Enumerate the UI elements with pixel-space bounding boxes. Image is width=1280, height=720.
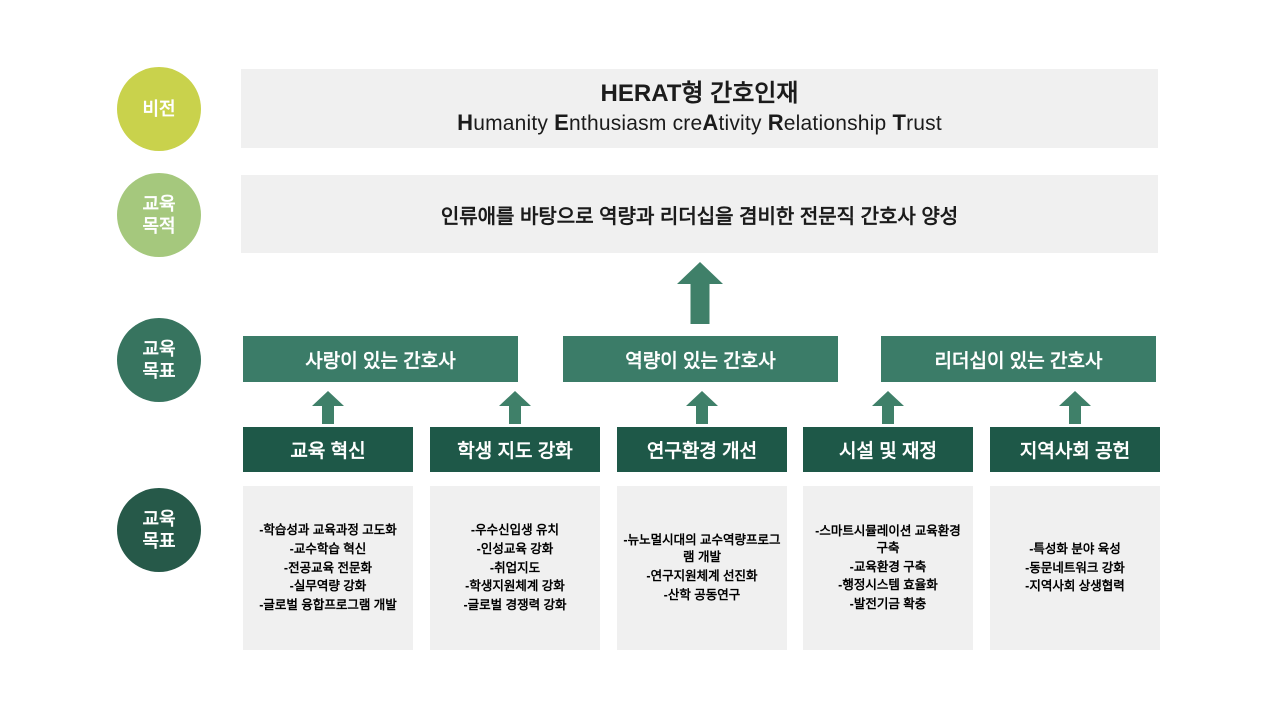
herat-word: rust bbox=[906, 112, 942, 136]
detail-item: -학습성과 교육과정 고도화 bbox=[259, 522, 397, 537]
education-purpose-text: 인류애를 바탕으로 역량과 리더십을 겸비한 전문직 간호사 양성 bbox=[440, 205, 959, 228]
detail-item: -학생지원체계 강화 bbox=[465, 579, 565, 594]
education-purpose-circle: 교육 목적 bbox=[117, 173, 201, 257]
herat-word: nthusiasm cre bbox=[569, 112, 703, 136]
pillar-header-facilities-finance: 시설 및 재정 bbox=[803, 427, 973, 472]
detail-item: -동문네트워크 강화 bbox=[1025, 560, 1125, 575]
detail-item: -산학 공동연구 bbox=[663, 587, 741, 602]
pillar-details-community-contribution: -특성화 분야 육성 -동문네트워크 강화 -지역사회 상생협력 bbox=[990, 486, 1160, 650]
vision-title: HERAT형 간호인재 bbox=[600, 80, 799, 108]
pillar-header-community-contribution: 지역사회 공헌 bbox=[990, 427, 1160, 472]
arrow-up-icon bbox=[677, 262, 723, 324]
detail-item: -글로벌 경쟁력 강화 bbox=[463, 598, 567, 613]
detail-item: -인성교육 강화 bbox=[476, 541, 554, 556]
education-purpose-box: 인류애를 바탕으로 역량과 리더십을 겸비한 전문직 간호사 양성 bbox=[241, 175, 1158, 253]
goal-box-love: 사랑이 있는 간호사 bbox=[243, 336, 518, 382]
pillar-details-research-environment: -뉴노멀시대의 교수역량프로그램 개발 -연구지원체계 선진화 -산학 공동연구 bbox=[617, 486, 787, 650]
herat-letter: H bbox=[457, 110, 474, 136]
vision-subtitle: Humanity Enthusiasm creAtivity Relations… bbox=[457, 109, 942, 138]
detail-item: -실무역량 강화 bbox=[289, 579, 367, 594]
goal-box-competence: 역량이 있는 간호사 bbox=[563, 336, 838, 382]
detail-item: -교육환경 구축 bbox=[849, 559, 927, 574]
pillar-header-research-environment: 연구환경 개선 bbox=[617, 427, 787, 472]
education-goals-circle: 교육 목표 bbox=[117, 318, 201, 402]
detail-item: -지역사회 상생협력 bbox=[1025, 579, 1125, 594]
herat-letter: A bbox=[702, 110, 719, 136]
herat-letter: R bbox=[767, 110, 784, 136]
arrow-up-icon bbox=[872, 391, 904, 424]
goal-box-leadership: 리더십이 있는 간호사 bbox=[881, 336, 1156, 382]
detail-item: -스마트시뮬레이션 교육환경 구축 bbox=[815, 523, 961, 555]
arrow-up-icon bbox=[686, 391, 718, 424]
arrow-up-icon bbox=[312, 391, 344, 424]
pillar-details-education-innovation: -학습성과 교육과정 고도화 -교수학습 혁신 -전공교육 전문화 -실무역량 강화 -… bbox=[243, 486, 413, 650]
arrow-up-icon bbox=[1059, 391, 1091, 424]
vision-circle: 비전 bbox=[117, 67, 201, 151]
detail-item: -교수학습 혁신 bbox=[289, 541, 367, 556]
detail-item: -취업지도 bbox=[489, 560, 541, 575]
pillar-header-education-innovation: 교육 혁신 bbox=[243, 427, 413, 472]
detail-item: -글로벌 융합프로그램 개발 bbox=[259, 598, 397, 613]
education-strategy-circle: 교육 목표 bbox=[117, 488, 201, 572]
pillar-header-student-guidance: 학생 지도 강화 bbox=[430, 427, 600, 472]
herat-letter: E bbox=[554, 110, 570, 136]
herat-word: elationship bbox=[783, 112, 893, 136]
detail-item: -행정시스템 효율화 bbox=[838, 578, 938, 593]
arrow-up-icon bbox=[499, 391, 531, 424]
herat-letter: T bbox=[892, 110, 907, 136]
vision-box: HERAT형 간호인재 Humanity Enthusiasm creAtivi… bbox=[241, 69, 1158, 148]
pillar-details-facilities-finance: -스마트시뮬레이션 교육환경 구축 -교육환경 구축 -행정시스템 효율화 -발전기금… bbox=[803, 486, 973, 650]
herat-word: umanity bbox=[473, 112, 555, 136]
detail-item: -특성화 분야 육성 bbox=[1029, 541, 1121, 556]
detail-item: -발전기금 확충 bbox=[849, 597, 927, 612]
detail-item: -뉴노멀시대의 교수역량프로그램 개발 bbox=[623, 533, 781, 565]
herat-word: tivity bbox=[718, 112, 768, 136]
detail-item: -연구지원체계 선진화 bbox=[646, 569, 758, 583]
detail-item: -우수신입생 유치 bbox=[470, 522, 560, 537]
pillar-details-student-guidance: -우수신입생 유치 -인성교육 강화 -취업지도 -학생지원체계 강화 -글로벌 경쟁력… bbox=[430, 486, 600, 650]
detail-item: -전공교육 전문화 bbox=[283, 560, 373, 575]
